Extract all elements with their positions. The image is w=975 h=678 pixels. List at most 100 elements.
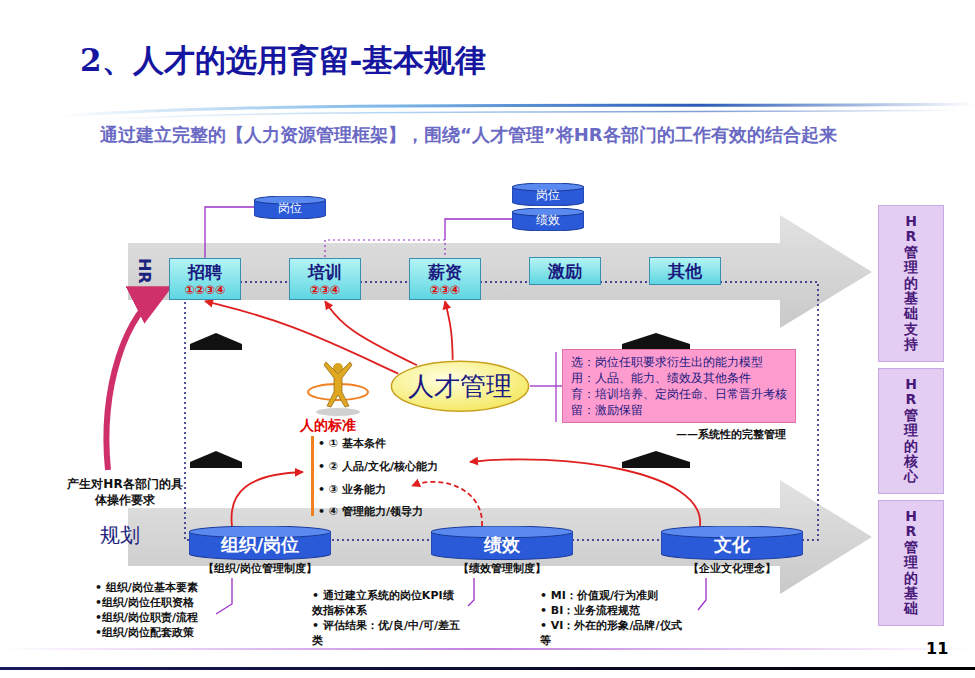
dotted-frame xyxy=(325,240,445,257)
band-arrow xyxy=(128,480,872,594)
side-panel: HR管理的基础支持 xyxy=(878,205,944,362)
ellipse-outline xyxy=(391,361,528,411)
node-text: HR管理的基础支持 xyxy=(904,214,918,353)
node-text: 人才管理 xyxy=(408,370,512,403)
database-cylinder: 岗位 xyxy=(254,196,326,219)
support-arrow xyxy=(232,459,701,526)
note-box: 选：岗位任职要求衍生出的能力模型用：人品、能力、绩效及其他条件育：培训培养、定岗… xyxy=(562,349,796,424)
cylinder-frame: 绩效 xyxy=(431,526,573,560)
node-text: 薪资 xyxy=(428,261,462,283)
node-subtext: 育：培训培养、定岗任命、日常晋升考核 xyxy=(571,386,787,402)
standard-item: • ① 基本条件 xyxy=(318,437,386,452)
flow-arrow xyxy=(445,301,453,360)
cylinder-frame: 文化 xyxy=(661,526,803,560)
summary-note: ——系统性的完整管理 xyxy=(676,428,786,443)
up-arrow-cap xyxy=(190,333,242,350)
bracket-connector xyxy=(530,385,562,386)
arrow-note: 产生对HR各部门的具体操作要求 xyxy=(66,476,184,508)
node-text: 岗位 xyxy=(524,188,572,203)
band-arrow xyxy=(128,215,872,594)
leader-line xyxy=(216,578,232,614)
node-text: 激励 xyxy=(548,260,582,282)
node-subtext: ①②③④ xyxy=(185,283,226,297)
pink-box-bracket xyxy=(556,352,557,422)
node-text: 组织/岗位 xyxy=(205,534,315,556)
flow-arrow xyxy=(205,301,398,373)
up-arrow-cap xyxy=(190,451,242,468)
function-box: 招聘①②③④ xyxy=(169,258,241,300)
dotted-frame xyxy=(185,240,818,540)
flow-arrow xyxy=(325,301,417,365)
footer-line xyxy=(0,667,975,670)
dotted-frame xyxy=(185,282,818,540)
leader-connector xyxy=(205,207,254,258)
core-ellipse: 人才管理 xyxy=(390,360,530,413)
leader-line xyxy=(468,578,474,606)
up-arrow-cap xyxy=(622,333,690,350)
cylinder-frame: 组织/岗位 xyxy=(189,526,331,560)
side-panel: HR管理的基础 xyxy=(878,500,944,626)
standard-heading: 人的标准 xyxy=(300,416,356,435)
feedback-arrow xyxy=(107,290,165,470)
leader-line xyxy=(698,578,706,610)
support-arrow xyxy=(412,482,482,526)
node-caption: 【绩效管理制度】 xyxy=(431,562,573,576)
pink-box-bracket xyxy=(555,352,556,422)
node-text: 绩效 xyxy=(447,534,557,556)
support-arrow xyxy=(232,472,303,526)
cylinder-frame: 绩效 xyxy=(512,208,584,231)
node-text: 文化 xyxy=(677,534,787,556)
subtitle: 通过建立完整的【人力资源管理框架】，围绕“人才管理”将HR各部门的工作有效的结合… xyxy=(100,121,900,148)
cylinder-frame: 岗位 xyxy=(512,183,584,206)
node-caption: 【组织/岗位管理制度】 xyxy=(189,562,331,576)
function-box: 培训②③④ xyxy=(289,258,361,300)
side-panel: HR管理的核心 xyxy=(878,368,944,494)
footer-line xyxy=(0,648,975,670)
standard-bar xyxy=(311,436,314,516)
title-swoosh xyxy=(60,104,975,116)
person-icon xyxy=(324,362,352,407)
person-icon xyxy=(316,408,360,416)
leader-connector xyxy=(445,219,512,240)
function-box: 薪资②③④ xyxy=(409,258,481,300)
foundation-cylinder: 绩效【绩效管理制度】 xyxy=(431,526,573,576)
function-box: 激励 xyxy=(529,257,601,285)
title-swoosh xyxy=(90,110,960,120)
standard-item: • ④ 管理能力/领导力 xyxy=(318,505,423,520)
node-text: HR管理的核心 xyxy=(904,377,918,485)
node-text: 绩效 xyxy=(524,213,572,228)
feedback-arrow xyxy=(107,290,165,470)
footer-line xyxy=(0,648,975,650)
bullet-item: • 通过建立系统的岗位KPI绩效指标体系 xyxy=(312,589,464,619)
bullet-item: • VI：外在的形象/品牌/仪式等 xyxy=(540,619,690,649)
slide-title: 2、人才的选用育留-基本规律 xyxy=(80,40,486,82)
function-box: 其他 xyxy=(649,257,721,285)
cylinder-frame: 岗位 xyxy=(254,196,326,219)
standard-bar xyxy=(311,436,314,516)
title-swoosh xyxy=(60,104,975,120)
support-arrow xyxy=(470,459,700,526)
standard-item: • ③ 业务能力 xyxy=(318,483,386,498)
bullet-item: •组织/岗位任职资格 xyxy=(95,596,194,611)
person-icon xyxy=(308,362,368,416)
node-text: 其他 xyxy=(668,260,702,282)
bullet-item: •组织/岗位配套政策 xyxy=(95,626,194,641)
node-subtext: 用：人品、能力、绩效及其他条件 xyxy=(571,370,787,386)
foundation-cylinder: 组织/岗位【组织/岗位管理制度】 xyxy=(189,526,331,576)
foundation-cylinder: 文化【企业文化理念】 xyxy=(661,526,803,576)
node-text: 岗位 xyxy=(266,201,314,216)
node-subtext: ②③④ xyxy=(430,283,460,297)
node-text: HR管理的基础 xyxy=(904,509,918,617)
node-subtext: 留：激励保留 xyxy=(571,402,787,418)
page-number: 11 xyxy=(926,638,948,660)
database-cylinder: 绩效 xyxy=(512,208,584,231)
database-cylinder: 岗位 xyxy=(512,183,584,206)
band-label: 规划 xyxy=(100,522,140,549)
node-subtext: ②③④ xyxy=(310,283,340,297)
node-text: 选：岗位任职要求衍生出的能力模型 xyxy=(571,354,787,370)
node-text: 培训 xyxy=(308,261,342,283)
bullet-item: • MI：价值观/行为准则 xyxy=(540,589,690,604)
